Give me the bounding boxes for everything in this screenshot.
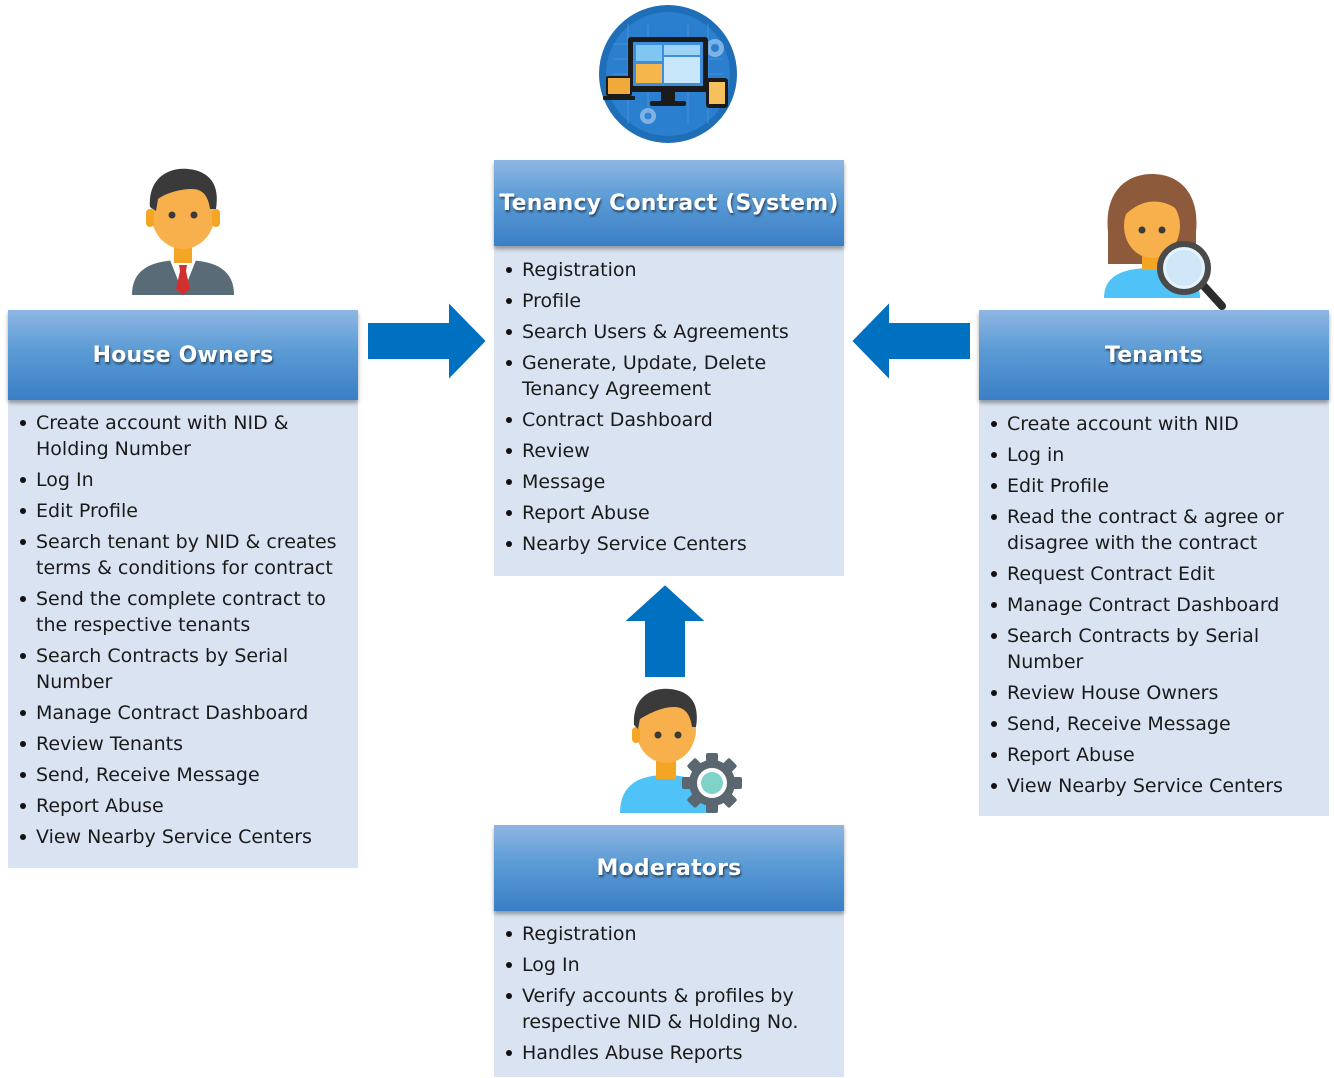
list-item: Search Contracts by Serial Number xyxy=(979,623,1321,675)
list-item: Manage Contract Dashboard xyxy=(8,700,350,726)
list-item: Review xyxy=(494,438,836,464)
list-item: Report Abuse xyxy=(8,793,350,819)
list-item: Search Users & Agreements xyxy=(494,319,836,345)
list-item: Report Abuse xyxy=(979,742,1321,768)
arrow-up-icon xyxy=(620,582,710,680)
list-item: Send the complete contract to the respec… xyxy=(8,586,350,638)
house-owners-feature-list: Create account with NID & Holding Number… xyxy=(8,410,358,855)
woman-search-icon xyxy=(1102,172,1226,310)
list-item: Search tenant by NID & creates terms & c… xyxy=(8,529,350,581)
monitor-devices-icon xyxy=(598,4,738,144)
arrow-right-icon xyxy=(364,298,490,384)
list-item: Verify accounts & profiles by respective… xyxy=(494,983,836,1035)
list-item: Read the contract & agree or disagree wi… xyxy=(979,504,1321,556)
list-item: Edit Profile xyxy=(979,473,1321,499)
house-owners-panel: House Owners Create account with NID & H… xyxy=(8,310,358,868)
list-item: Contract Dashboard xyxy=(494,407,836,433)
list-item: Request Contract Edit xyxy=(979,561,1321,587)
tenants-title: Tenants xyxy=(979,310,1329,400)
list-item: Log In xyxy=(8,467,350,493)
arrow-left-icon xyxy=(848,298,974,384)
list-item: Registration xyxy=(494,257,836,283)
list-item: View Nearby Service Centers xyxy=(979,773,1321,799)
list-item: Handles Abuse Reports xyxy=(494,1040,836,1066)
moderators-title: Moderators xyxy=(494,825,844,911)
list-item: Manage Contract Dashboard xyxy=(979,592,1321,618)
list-item: Message xyxy=(494,469,836,495)
list-item: Log in xyxy=(979,442,1321,468)
list-item: Send, Receive Message xyxy=(979,711,1321,737)
list-item: Edit Profile xyxy=(8,498,350,524)
list-item: Generate, Update, Delete Tenancy Agreeme… xyxy=(494,350,836,402)
list-item: Search Contracts by Serial Number xyxy=(8,643,350,695)
list-item: Nearby Service Centers xyxy=(494,531,836,557)
businessman-icon xyxy=(130,165,236,297)
list-item: Review House Owners xyxy=(979,680,1321,706)
list-item: Report Abuse xyxy=(494,500,836,526)
tenants-panel: Tenants Create account with NID Log in Edi… xyxy=(979,310,1329,816)
list-item: Registration xyxy=(494,921,836,947)
tenants-feature-list: Create account with NID Log in Edit Profil… xyxy=(979,411,1329,804)
list-item: Review Tenants xyxy=(8,731,350,757)
list-item: Profile xyxy=(494,288,836,314)
list-item: View Nearby Service Centers xyxy=(8,824,350,850)
man-gear-icon xyxy=(618,687,744,815)
list-item: Create account with NID xyxy=(979,411,1321,437)
list-item: Log In xyxy=(494,952,836,978)
system-panel-title: Tenancy Contract (System) xyxy=(494,160,844,246)
list-item: Send, Receive Message xyxy=(8,762,350,788)
list-item: Create account with NID & Holding Number xyxy=(8,410,350,462)
house-owners-title: House Owners xyxy=(8,310,358,400)
